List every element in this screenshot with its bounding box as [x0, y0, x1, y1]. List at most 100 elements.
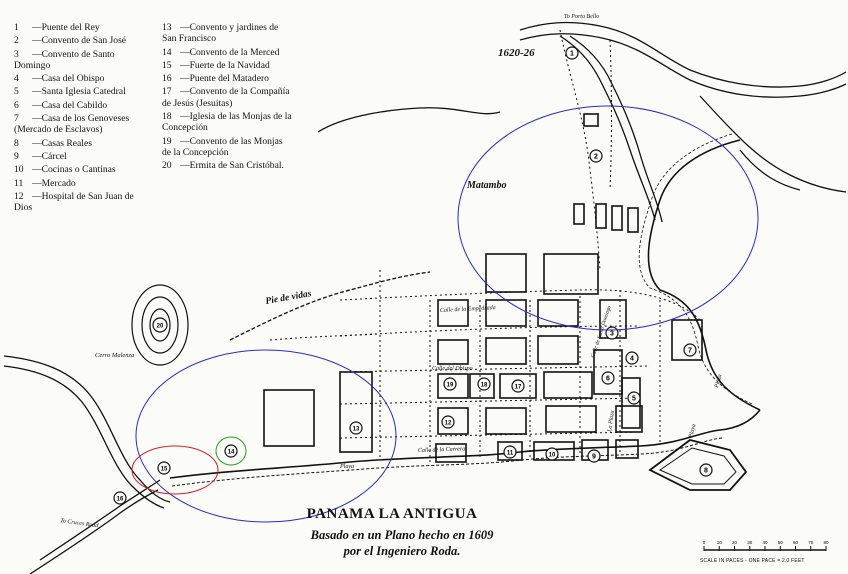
- legend-text: Santa Iglesia Catedral: [41, 86, 126, 98]
- legend-text: Convento y jardines de San Francisco: [162, 22, 279, 45]
- legend-item-19: 19—Convento de las Monjas de la Concepci…: [162, 135, 283, 158]
- legend-number: 3: [14, 48, 19, 60]
- marker-circle: [683, 343, 697, 357]
- marker-circle: [587, 449, 601, 463]
- marker-circle: [545, 447, 559, 461]
- legend-number: 5: [14, 86, 19, 98]
- legend-text: Convento de Santo Domingo: [14, 48, 115, 71]
- legend-number: 12: [14, 190, 24, 202]
- marker-20: 20: [152, 317, 168, 333]
- marker-circle: [511, 379, 525, 393]
- legend-item-2: 2—Convento de San José: [14, 35, 127, 47]
- legend-number: 19: [162, 135, 172, 147]
- city-blocks: [263, 113, 703, 463]
- label-cruces-road: To Cruces Road: [60, 518, 100, 529]
- marker-circle: [565, 46, 579, 60]
- marker-number: 12: [445, 421, 452, 427]
- marker-number: 4: [630, 356, 634, 363]
- marker-circle: [589, 149, 603, 163]
- legend-text: Cárcel: [41, 150, 67, 162]
- marker-number: 14: [228, 450, 235, 456]
- marker-number: 18: [481, 383, 488, 389]
- casas-reales-fort: [648, 439, 748, 491]
- annotation-green-circle: [215, 436, 247, 466]
- legend-item-12: 12—Hospital de San Juan de Dios: [14, 190, 134, 214]
- legend-number: 11: [14, 177, 24, 189]
- legend-text: Casa del Obispo: [41, 73, 105, 85]
- legend-number: 20: [162, 160, 172, 172]
- annotation-red-ellipse: [131, 445, 219, 495]
- marker-circle: [443, 377, 457, 391]
- legend-text: Iglesia de las Monjas de la Concepción: [162, 111, 292, 134]
- legend-text: Cocinas o Cantinas: [41, 164, 116, 176]
- marker-8: 8: [699, 463, 713, 477]
- marker-number: 5: [632, 396, 636, 403]
- cerro-malenza-hill: [131, 284, 189, 366]
- marker-17: 17: [511, 379, 525, 393]
- coast-northwest: [317, 107, 501, 133]
- coast-piedevidas: [229, 271, 431, 341]
- legend-item-4: 4—Casa del Obispo: [14, 73, 105, 85]
- marker-circle: [349, 421, 363, 435]
- legend-number: 9: [14, 150, 19, 162]
- marker-number: 6: [606, 376, 610, 383]
- legend-item-11: 11—Mercado: [14, 177, 76, 189]
- legend-item-5: 5—Santa Iglesia Catedral: [14, 86, 126, 98]
- scale-tick-label: 80: [823, 540, 829, 545]
- marker-13: 13: [349, 421, 363, 435]
- label-pie-de-vidas: Pie de vidas: [265, 289, 313, 307]
- legend-number: 6: [14, 99, 19, 111]
- marker-circle: [152, 317, 168, 333]
- marker-circle: [477, 377, 491, 391]
- marker-5: 5: [627, 391, 641, 405]
- legend-number: 1: [14, 22, 19, 33]
- legend-text: Fuerte de la Navidad: [189, 59, 270, 71]
- legend-number: 10: [14, 164, 24, 176]
- marker-1: 1: [565, 46, 579, 60]
- marker-circle: [625, 351, 639, 365]
- legend-item-9: 9—Cárcel: [14, 150, 67, 162]
- marker-number: 8: [704, 468, 708, 475]
- legend-number: 8: [14, 137, 19, 149]
- legend-item-17: 17—Convento de la Compañía de Jesús (Jes…: [162, 86, 290, 109]
- legend-item-10: 10—Cocinas o Cantinas: [14, 164, 116, 176]
- marker-16: 16: [113, 491, 127, 505]
- marker-6: 6: [601, 371, 615, 385]
- label-calle-empedrada: Calle de la Empedrada: [440, 305, 496, 314]
- marker-circle: [503, 445, 517, 459]
- marker-12: 12: [441, 415, 455, 429]
- legend-text: Convento de la Merced: [189, 46, 280, 58]
- marker-15: 15: [157, 461, 171, 475]
- legend-text: Casa de los Genoveses (Mercado de Esclav…: [14, 113, 130, 136]
- legend-item-6: 6—Casa del Cabildo: [14, 99, 108, 111]
- marker-number: 11: [507, 451, 514, 457]
- legend-number: 15: [162, 59, 172, 71]
- legend-text: Puente del Matadero: [189, 73, 269, 85]
- marker-circle: [441, 415, 455, 429]
- marker-circle: [113, 491, 127, 505]
- marker-number: 10: [549, 453, 556, 459]
- legend-number: 17: [162, 86, 172, 98]
- scale-tick-label: 70: [808, 540, 814, 545]
- marker-number: 9: [592, 454, 596, 461]
- label-cerro-malenza: Cerro Malenza: [95, 352, 134, 359]
- label-porto-bello-road: To Porto Bello: [564, 14, 599, 20]
- legend-item-7: 7—Casa de los Genoveses (Mercado de Escl…: [14, 113, 130, 136]
- river-west: [3, 355, 171, 574]
- marker-number: 1: [570, 51, 574, 58]
- marker-2: 2: [589, 149, 603, 163]
- map-subtitle-line-1: Basado en un Plano hecho en 1609: [310, 528, 494, 542]
- scale-tick-label: 60: [793, 540, 799, 545]
- scale-tick-label: 40: [762, 540, 768, 545]
- annotation-blue-ellipse-west: [135, 349, 397, 523]
- marker-18: 18: [477, 377, 491, 391]
- legend-text: Puente del Rey: [41, 22, 100, 33]
- marker-10: 10: [545, 447, 559, 461]
- legend-item-20: 20—Ermita de San Cristóbal.: [162, 160, 284, 172]
- map-subtitle-line-2: por el Ingeniero Roda.: [343, 544, 461, 558]
